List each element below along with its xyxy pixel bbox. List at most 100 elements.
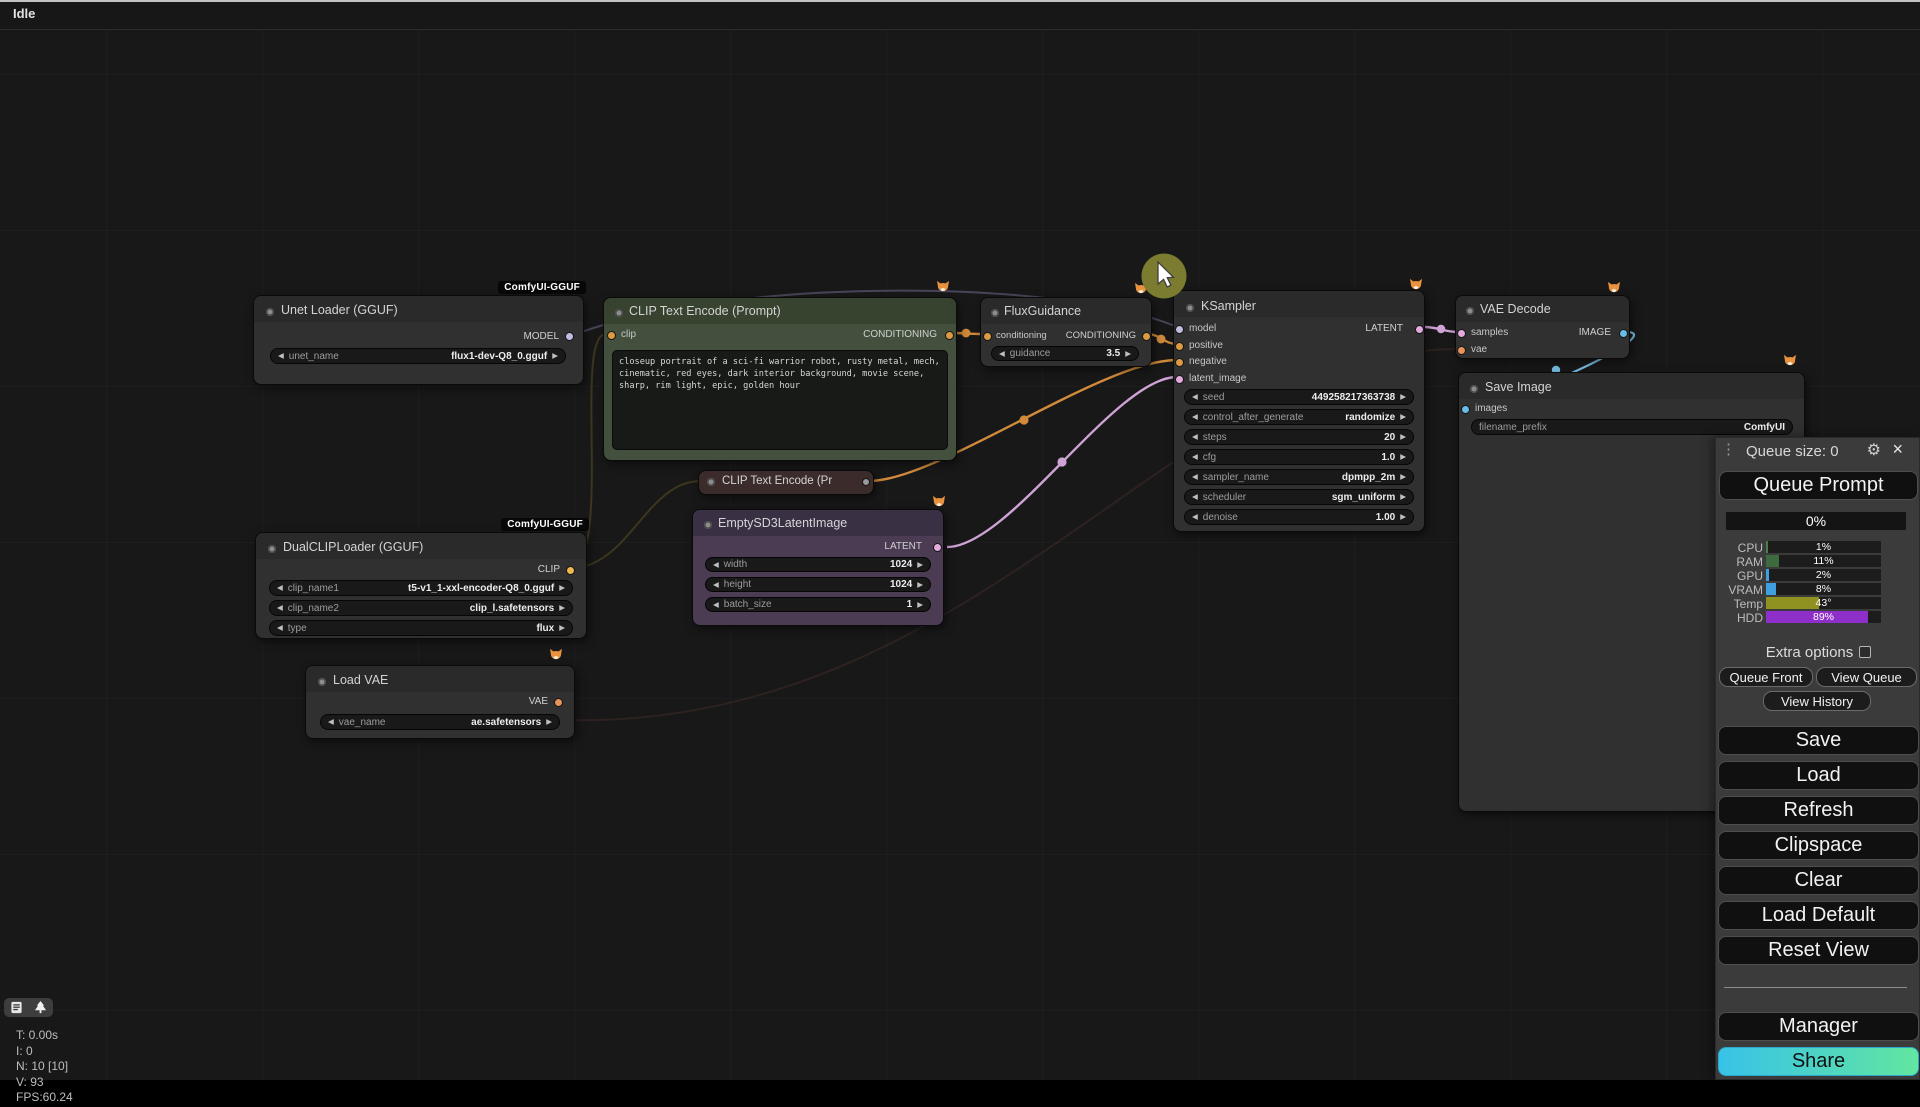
arrow-right-icon[interactable]: ▶ (917, 579, 923, 589)
node-dual-clip-loader[interactable]: ComfyUI-GGUF DualCLIPLoader (GGUF) CLIP … (255, 518, 589, 639)
arrow-left-icon[interactable]: ◀ (277, 623, 283, 633)
widget-denoise[interactable]: ◀ denoise 1.00 ▶ (1184, 509, 1414, 525)
widget-value[interactable]: clip_l.safetensors (469, 602, 555, 614)
arrow-right-icon[interactable]: ▶ (546, 717, 552, 727)
load-button[interactable]: Load (1718, 761, 1919, 790)
widget-cfg[interactable]: ◀ cfg 1.0 ▶ (1184, 449, 1414, 465)
widget-unet-name[interactable]: ◀ unet_name flux1-dev-Q8_0.gguf ▶ (270, 348, 566, 364)
collapse-dot[interactable] (707, 478, 715, 486)
widget-sampler-name[interactable]: ◀ sampler_name dpmpp_2m ▶ (1184, 469, 1414, 485)
collapse-dot[interactable] (991, 309, 999, 317)
widget-value[interactable]: dpmpp_2m (1341, 471, 1396, 483)
extra-options-checkbox[interactable] (1859, 646, 1872, 658)
widget-control-after-generate[interactable]: ◀ control_after_generate randomize ▶ (1184, 409, 1414, 425)
widget-value[interactable]: t5-v1_1-xxl-encoder-Q8_0.gguf (408, 582, 555, 594)
widget-value[interactable]: randomize (1345, 411, 1396, 423)
node-header[interactable] (1456, 296, 1629, 322)
node-vae-decode[interactable]: VAE Decode samples vae IMAGE (1455, 295, 1630, 359)
clear-button[interactable]: Clear (1718, 866, 1919, 895)
widget-clip-name1[interactable]: ◀ clip_name1 t5-v1_1-xxl-encoder-Q8_0.gg… (269, 580, 573, 596)
widget-type[interactable]: ◀ type flux ▶ (269, 620, 573, 636)
output-slot-conditioning[interactable] (1142, 332, 1151, 341)
widget-value[interactable]: 449258217363738 (1311, 391, 1396, 403)
arrow-left-icon[interactable]: ◀ (277, 583, 283, 593)
arrow-right-icon[interactable]: ▶ (917, 559, 923, 569)
node-header[interactable] (256, 533, 586, 559)
output-slot-latent[interactable] (1415, 325, 1424, 334)
view-queue-button[interactable]: View Queue (1816, 667, 1917, 687)
widget-value[interactable]: flux1-dev-Q8_0.gguf (451, 350, 548, 362)
arrow-right-icon[interactable]: ▶ (917, 599, 923, 609)
output-slot-conditioning[interactable] (862, 478, 870, 486)
share-button[interactable]: Share (1718, 1047, 1919, 1076)
arrow-left-icon[interactable]: ◀ (278, 351, 284, 361)
arrow-right-icon[interactable]: ▶ (1400, 452, 1406, 462)
widget-value[interactable]: 1.0 (1381, 451, 1396, 463)
arrow-left-icon[interactable]: ◀ (1192, 492, 1198, 502)
arrow-right-icon[interactable]: ▶ (1400, 512, 1406, 522)
arrow-left-icon[interactable]: ◀ (1192, 412, 1198, 422)
widget-filename-prefix[interactable]: filename_prefix ComfyUI (1471, 419, 1793, 435)
output-slot-clip[interactable] (566, 566, 575, 575)
collapse-dot[interactable] (1470, 385, 1478, 393)
widget-value[interactable]: 1 (906, 599, 913, 610)
collapse-dot[interactable] (318, 678, 326, 686)
widget-value[interactable]: 3.5 (1106, 348, 1121, 359)
clipspace-button[interactable]: Clipspace (1718, 831, 1919, 860)
arrow-right-icon[interactable]: ▶ (559, 583, 565, 593)
widget-value[interactable]: ComfyUI (1743, 421, 1785, 433)
queue-front-button[interactable]: Queue Front (1719, 667, 1813, 687)
widget-value[interactable]: sgm_uniform (1331, 491, 1396, 503)
widget-vae-name[interactable]: ◀ vae_name ae.safetensors ▶ (320, 714, 560, 730)
widget-value[interactable]: 1.00 (1375, 511, 1396, 523)
arrow-right-icon[interactable]: ▶ (559, 603, 565, 613)
node-header[interactable] (604, 298, 956, 324)
output-slot-conditioning[interactable] (945, 331, 954, 340)
widget-clip-name2[interactable]: ◀ clip_name2 clip_l.safetensors ▶ (269, 600, 573, 616)
widget-steps[interactable]: ◀ steps 20 ▶ (1184, 429, 1414, 445)
widget-batch-size[interactable]: ◀ batch_size 1 ▶ (705, 597, 931, 612)
arrow-left-icon[interactable]: ◀ (277, 603, 283, 613)
arrow-left-icon[interactable]: ◀ (328, 717, 334, 727)
arrow-right-icon[interactable]: ▶ (1125, 348, 1131, 358)
output-slot-image[interactable] (1619, 329, 1628, 338)
widget-seed[interactable]: ◀ seed 449258217363738 ▶ (1184, 389, 1414, 405)
input-slot-conditioning[interactable] (983, 332, 992, 341)
arrow-right-icon[interactable]: ▶ (1400, 392, 1406, 402)
widget-guidance[interactable]: ◀ guidance 3.5 ▶ (991, 346, 1139, 361)
load-default-button[interactable]: Load Default (1718, 901, 1919, 930)
prompt-textarea[interactable]: closeup portrait of a sci-fi warrior rob… (612, 350, 948, 450)
workflow-list-icon[interactable] (10, 1001, 23, 1014)
output-slot-latent[interactable] (933, 543, 942, 552)
node-header[interactable] (981, 298, 1151, 324)
arrow-left-icon[interactable]: ◀ (713, 579, 719, 589)
reset-view-button[interactable]: Reset View (1718, 936, 1919, 965)
input-slot-negative[interactable] (1175, 358, 1184, 367)
input-slot-latent-image[interactable] (1175, 375, 1184, 384)
node-unet-loader[interactable]: ComfyUI-GGUF Unet Loader (GGUF) MODEL ◀ … (253, 281, 586, 385)
widget-value[interactable]: 1024 (889, 579, 913, 590)
input-slot-images[interactable] (1461, 405, 1470, 414)
node-graph-canvas[interactable]: ComfyUI-GGUF Unet Loader (GGUF) MODEL ◀ … (0, 27, 1920, 1104)
arrow-left-icon[interactable]: ◀ (999, 348, 1005, 358)
tree-icon[interactable] (34, 1001, 47, 1014)
view-history-button[interactable]: View History (1763, 691, 1871, 711)
arrow-right-icon[interactable]: ▶ (1400, 492, 1406, 502)
collapse-dot[interactable] (266, 308, 274, 316)
gear-icon[interactable]: ⚙ (1866, 442, 1881, 459)
arrow-right-icon[interactable]: ▶ (552, 351, 558, 361)
arrow-left-icon[interactable]: ◀ (713, 599, 719, 609)
arrow-left-icon[interactable]: ◀ (1192, 472, 1198, 482)
input-slot-model[interactable] (1175, 325, 1184, 334)
widget-value[interactable]: flux (536, 622, 555, 634)
output-slot-vae[interactable] (554, 698, 563, 707)
widget-height[interactable]: ◀ height 1024 ▶ (705, 577, 931, 592)
arrow-right-icon[interactable]: ▶ (1400, 432, 1406, 442)
arrow-right-icon[interactable]: ▶ (559, 623, 565, 633)
input-slot-samples[interactable] (1457, 329, 1466, 338)
queue-prompt-button[interactable]: Queue Prompt (1719, 471, 1918, 500)
node-clip-text-encode-negative[interactable]: CLIP Text Encode (Pr (698, 470, 874, 495)
arrow-right-icon[interactable]: ▶ (1400, 472, 1406, 482)
collapse-dot[interactable] (268, 545, 276, 553)
collapse-dot[interactable] (1186, 304, 1194, 312)
